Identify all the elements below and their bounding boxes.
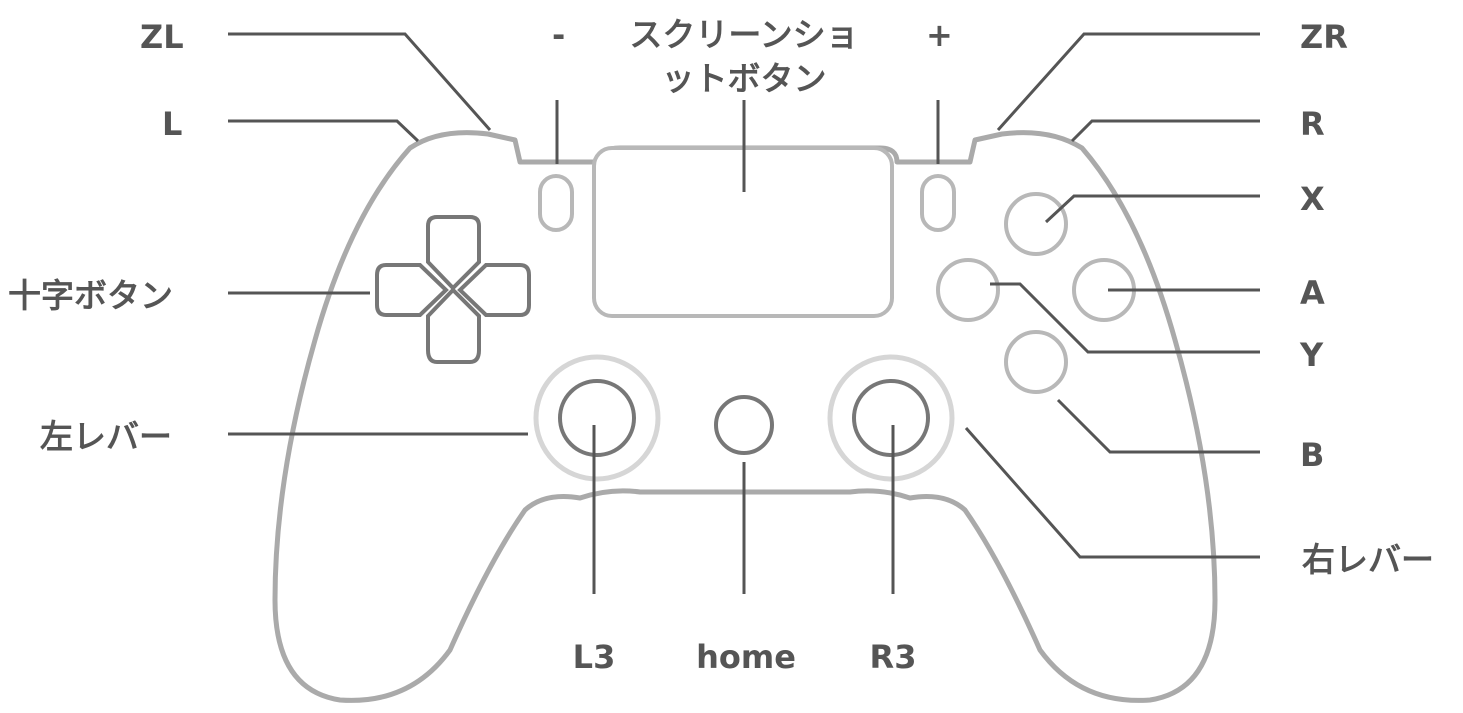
label-left-stick: 左レバー — [40, 417, 172, 456]
leader-zr — [996, 32, 1260, 132]
right-stick-ring — [827, 354, 955, 482]
label-l3: L3 — [573, 638, 616, 676]
leader-lines — [228, 32, 1260, 594]
leader-y — [990, 282, 1260, 354]
label-zl: ZL — [140, 18, 184, 56]
leader-right-stick — [964, 427, 1260, 559]
dpad-left-icon — [375, 263, 449, 317]
label-minus: - — [552, 16, 565, 54]
left-stick-ring — [533, 354, 661, 482]
leader-x — [1044, 194, 1260, 224]
leader-b — [1056, 398, 1260, 454]
labels: ZL L - スクリーンショ ットボタン + ZR R X A Y B 十字ボタ… — [8, 15, 1434, 676]
label-l: L — [162, 105, 182, 143]
y-button — [936, 258, 1000, 322]
left-stick — [558, 379, 636, 457]
label-dpad: 十字ボタン — [8, 276, 173, 315]
dpad-right-icon — [457, 263, 531, 317]
label-r3: R3 — [870, 638, 917, 676]
label-zr: ZR — [1300, 18, 1348, 56]
label-a: A — [1300, 274, 1325, 312]
minus-button — [538, 174, 574, 232]
dpad-up-icon — [426, 215, 481, 291]
label-home: home — [696, 638, 796, 676]
home-button — [714, 395, 774, 455]
label-r: R — [1300, 105, 1325, 143]
plus-button — [920, 174, 956, 232]
dpad-down-icon — [426, 287, 481, 364]
right-stick — [852, 379, 930, 457]
leader-l — [228, 119, 420, 143]
label-right-stick: 右レバー — [1302, 540, 1434, 579]
label-plus: + — [926, 16, 953, 54]
label-y: Y — [1299, 336, 1324, 374]
label-screenshot-line2: ットボタン — [662, 59, 827, 98]
leader-r — [1070, 119, 1260, 143]
b-button — [1004, 330, 1068, 394]
label-x: X — [1300, 180, 1325, 218]
dpad — [375, 215, 531, 364]
leader-zl — [228, 32, 492, 131]
label-screenshot-line1: スクリーンショ — [629, 15, 858, 54]
label-b: B — [1300, 436, 1324, 474]
x-button — [1004, 192, 1068, 256]
